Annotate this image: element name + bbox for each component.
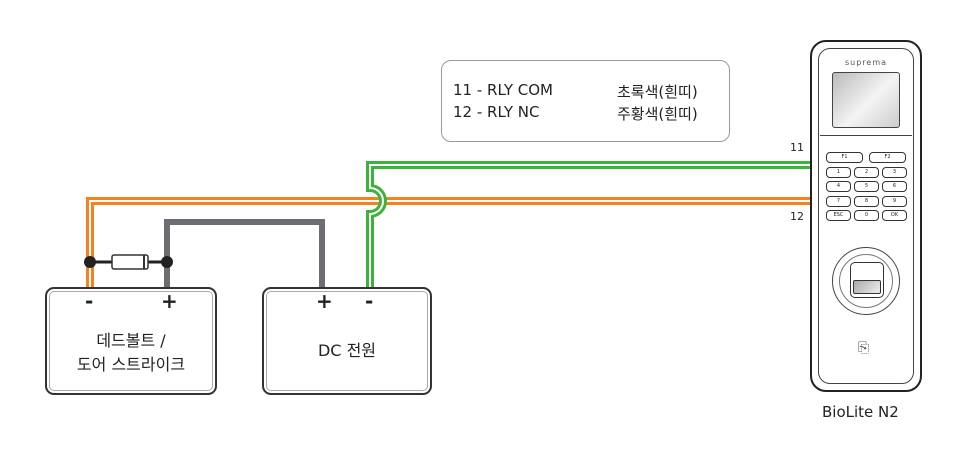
key-4[interactable]: 4 bbox=[826, 181, 851, 192]
legend-color-12: 주황색(흰띠) bbox=[617, 105, 698, 123]
lock-plus-terminal: + bbox=[161, 289, 178, 313]
device-name: BioLite N2 bbox=[822, 403, 899, 421]
key-1[interactable]: 1 bbox=[826, 166, 851, 178]
key-f1[interactable]: F1 bbox=[826, 152, 863, 163]
legend-pin-11: 11 - RLY COM bbox=[453, 81, 553, 99]
key-2[interactable]: 2 bbox=[854, 166, 879, 178]
legend-pin-12: 12 - RLY NC bbox=[453, 103, 540, 121]
door-lock-box: - + 데드볼트 / 도어 스트라이크 bbox=[45, 287, 217, 395]
lock-title-line2: 도어 스트라이크 bbox=[76, 355, 186, 374]
lock-title-line1: 데드볼트 / bbox=[96, 331, 166, 350]
psu-plus-terminal: + bbox=[316, 289, 333, 313]
key-9[interactable]: 9 bbox=[882, 195, 907, 207]
brand-logo: suprema bbox=[844, 58, 888, 67]
key-3[interactable]: 3 bbox=[882, 166, 907, 178]
key-0[interactable]: 0 bbox=[854, 210, 879, 221]
lock-minus-terminal: - bbox=[85, 289, 94, 313]
psu-title: DC 전원 bbox=[317, 341, 377, 360]
key-esc[interactable]: ESC bbox=[826, 210, 851, 221]
green-wire bbox=[366, 161, 812, 290]
key-ok[interactable]: OK bbox=[882, 210, 907, 221]
wire-legend: 11 - RLY COM 초록색(흰띠) 12 - RLY NC 주황색(흰띠) bbox=[441, 60, 730, 142]
psu-minus-terminal: - bbox=[365, 289, 374, 313]
key-5[interactable]: 5 bbox=[854, 181, 879, 192]
wire-label-11: 11 bbox=[790, 141, 804, 154]
device-screen bbox=[832, 72, 900, 128]
dc-power-box: + - DC 전원 bbox=[262, 287, 432, 395]
rfid-icon: ⎘ bbox=[858, 340, 870, 356]
legend-color-11: 초록색(흰띠) bbox=[617, 83, 698, 101]
wire-label-12: 12 bbox=[790, 210, 804, 223]
gray-wire bbox=[164, 219, 325, 290]
key-8[interactable]: 8 bbox=[854, 195, 879, 207]
key-f2[interactable]: F2 bbox=[869, 152, 906, 163]
lock-title: 데드볼트 / 도어 스트라이크 bbox=[47, 329, 215, 377]
diode bbox=[84, 254, 173, 270]
fingerprint-sensor bbox=[832, 247, 900, 315]
orange-wire bbox=[86, 197, 812, 290]
key-7[interactable]: 7 bbox=[826, 195, 851, 207]
key-6[interactable]: 6 bbox=[882, 181, 907, 192]
